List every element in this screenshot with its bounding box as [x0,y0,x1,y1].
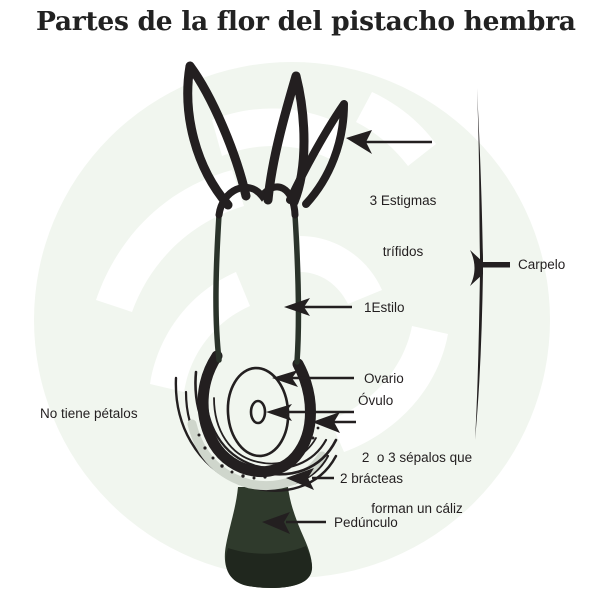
leader-estilo [284,298,352,316]
label-ovario: Ovario [364,371,404,386]
watermark-arc-3 [150,272,250,392]
label-bracteas: 2 brácteas [340,471,404,486]
leader-estigmas [346,130,432,154]
label-sepalos-line1: 2 o 3 sépalos que [361,450,473,465]
leader-ovulo-arrowhead [266,404,292,421]
label-sepalos: 2 o 3 sépalos que forman un cáliz [352,415,482,551]
leader-bracteas [286,468,334,490]
watermark-arc-6 [356,92,436,166]
estilo-left-wall [213,212,222,363]
carpelo-bracket-stub [482,262,510,268]
watermark-circle [34,62,550,578]
carpelo-bracket [470,88,510,440]
leader-lines-group [262,130,432,534]
ovario-outer-wall [197,350,316,478]
label-sepalos-line2: forman un cáliz [371,501,463,516]
estigma-lobe-left [183,61,251,210]
label-estigmas-line2: trífidos [382,244,424,259]
label-estigmas: 3 Estigmas trífidos [360,158,446,294]
leader-bracteas-arrowhead [286,468,314,490]
ovulo-shape [249,399,267,425]
carpelo-bracket-notch [470,250,483,286]
page-title: Partes de la flor del pistacho hembra [36,6,576,37]
leader-pedunculo-arrowhead [262,512,290,534]
bractea-dots [197,426,320,480]
estigma-lobe-right [286,100,348,208]
label-estilo: 1Estilo [364,300,405,315]
watermark-group [34,62,550,578]
label-pedunculo: Pedúnculo [334,515,398,530]
leader-sepalos-arrowhead [312,412,340,433]
leader-estilo-arrowhead [284,298,310,316]
leader-ovulo [266,404,354,421]
leader-ovario-arrowhead [272,370,298,387]
leader-pedunculo [262,512,326,534]
estilo-right-wall [292,212,302,365]
label-carpelo: Carpelo [518,257,566,272]
pedunculo-base-shadow [225,546,313,588]
watermark-arc-2 [96,170,244,312]
leader-estigmas-arrowhead [346,130,372,154]
watermark-arc-4 [300,236,382,304]
ovario-chamber [226,366,290,458]
label-estigmas-line1: 3 Estigmas [369,193,437,208]
label-ovulo: Óvulo [358,393,394,408]
leader-ovario [272,370,354,387]
label-no-petalos: No tiene pétalos [40,406,138,421]
leader-sepalos [312,412,356,433]
watermark-arc-5 [330,326,448,452]
